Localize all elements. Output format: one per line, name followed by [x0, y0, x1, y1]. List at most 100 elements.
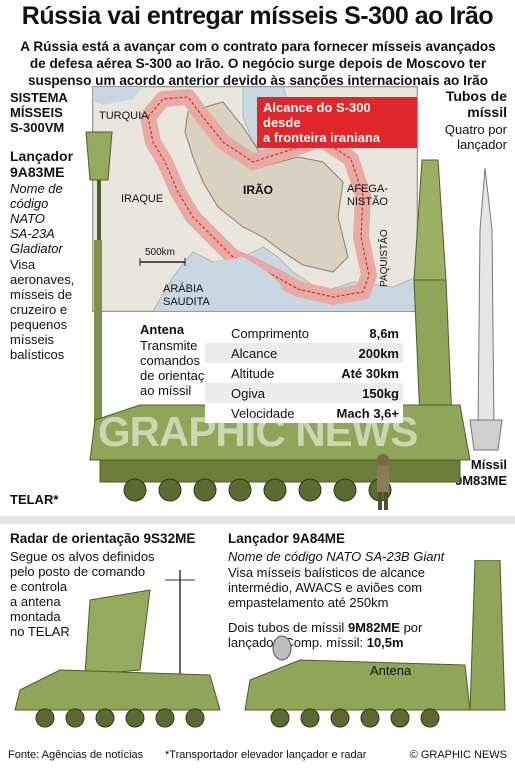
- desc-line: de orientação: [140, 368, 219, 383]
- tubes-title: Tubos de míssil: [446, 88, 507, 120]
- spec-label: Alcance: [231, 346, 278, 361]
- spec-value: Mach 3,6+: [336, 406, 399, 421]
- tubes-title-line: míssil: [467, 104, 507, 120]
- tubes-line: lançador. Comp. míssil: 10,5m: [228, 635, 422, 650]
- desc-line: pelo posto de comando: [10, 564, 146, 579]
- map-label-line: AFEGA-: [347, 183, 388, 195]
- spec-row: Velocidade Mach 3,6+: [205, 403, 403, 423]
- system-label-line: S-300VM: [10, 120, 65, 135]
- callout-line: a fronteira iraniana: [263, 130, 381, 145]
- footer-source: Fonte: Agências de notícias: [8, 749, 144, 761]
- map-scale-label: 500km: [145, 247, 176, 258]
- desc-line: Visa mísseis balísticos de alcance: [228, 565, 426, 580]
- tubes-desc-line: lançador: [457, 137, 507, 152]
- desc-line: e controla: [10, 579, 68, 594]
- desc-line: pequenos: [10, 317, 68, 332]
- spec-value: 8,6m: [369, 326, 399, 341]
- bottom-vehicles: [14, 560, 506, 728]
- spec-label: Altitude: [231, 366, 275, 381]
- tubes-text: por: [399, 620, 423, 635]
- desc-line: Visa: [10, 257, 36, 272]
- antenna-b-label: Antena: [370, 663, 412, 678]
- spec-row: Comprimento 8,6m: [205, 323, 403, 343]
- tubes-text: Dois tubos de míssil: [228, 620, 348, 635]
- spec-row: Ogiva 150kg: [205, 383, 403, 403]
- desc-line: ao míssil: [140, 383, 192, 398]
- desc-line: Transmite: [140, 338, 198, 353]
- desc-line: aeronaves,: [10, 272, 75, 287]
- intro-line: A Rússia está a avançar com o contrato p…: [20, 39, 496, 54]
- tubes-text: lançador. Comp. míssil:: [228, 635, 367, 650]
- nato-line: NATO: [10, 211, 45, 226]
- callout-line: Alcance do S-300 desde: [263, 100, 371, 130]
- spec-value: 200km: [358, 346, 399, 361]
- section-divider: [0, 516, 515, 524]
- telar-label: TELAR*: [10, 492, 59, 507]
- tubes-model: 9M82ME: [347, 620, 400, 635]
- telar-illustration: [85, 131, 503, 510]
- map-label-saudi: ARÁBIA SAUDITA: [163, 283, 210, 309]
- desc-line: cruzeiro e: [10, 302, 68, 317]
- system-label-line: SISTEMA: [10, 90, 68, 105]
- range-map: TURQUIA IRAQUE IRÃO AFEGA- NISTÃO PAQUIS…: [92, 86, 418, 312]
- missile-label-line: Míssil: [470, 457, 507, 472]
- intro-line: de defesa aérea S-300 ao Irão. O negócio…: [29, 56, 487, 71]
- tubes-line: Dois tubos de míssil 9M82ME por: [228, 620, 422, 635]
- map-label-turkey: TURQUIA: [99, 110, 149, 122]
- spec-value: Até 30km: [341, 366, 399, 381]
- desc-line: no TELAR: [10, 624, 70, 639]
- launcher-a-title: Lançador 9A83ME: [10, 148, 73, 180]
- desc-line: mísseis: [10, 332, 55, 347]
- desc-line: empastelamento até 250km: [228, 595, 389, 610]
- spec-value: 150kg: [362, 386, 399, 401]
- launcher-a-title-line: 9A83ME: [10, 164, 65, 180]
- nato-line: Nome de: [10, 181, 63, 196]
- footer-credit: © GRAPHIC NEWS: [409, 749, 507, 761]
- map-label-line: ARÁBIA: [163, 283, 204, 295]
- missile-label-line: 9M83ME: [454, 473, 507, 488]
- watermark: GRAPHIC NEWS: [98, 408, 418, 455]
- desc-line: montada: [10, 609, 61, 624]
- launcher-a-nato: Nome de código NATO SA-23A Gladiator: [10, 181, 63, 256]
- nato-line: SA-23A: [10, 226, 55, 241]
- launcher-b-nato: Nome de código NATO SA-23B Giant: [228, 549, 445, 564]
- launcher-b-desc: Visa mísseis balísticos de alcance inter…: [228, 565, 425, 610]
- map-label-afghanistan: AFEGA- NISTÃO: [347, 183, 388, 209]
- desc-line: comandos: [140, 353, 200, 368]
- spec-row: Alcance 200km: [205, 343, 403, 363]
- antenna-desc: Transmite comandos de orientação ao míss…: [140, 338, 219, 398]
- spec-label: Comprimento: [231, 326, 310, 341]
- radar-desc: Segue os alvos definidos pelo posto de c…: [10, 549, 155, 639]
- spec-label: Velocidade: [231, 406, 295, 421]
- missile-label: Míssil 9M83ME: [455, 457, 507, 489]
- desc-line: Segue os alvos definidos: [10, 549, 155, 564]
- radar-title: Radar de orientação 9S32ME: [10, 531, 196, 546]
- desc-line: a antena: [10, 594, 61, 609]
- launcher-a-title-line: Lançador: [10, 148, 74, 164]
- intro-line: suspenso um acordo anterior devido às sa…: [27, 73, 489, 88]
- desc-line: intermédio, AWACS e aviões com: [228, 580, 423, 595]
- map-label-line: NISTÃO: [347, 196, 388, 208]
- launcher-b-title: Lançador 9A84ME: [228, 531, 346, 546]
- tubes-desc: Quatro por lançador: [445, 122, 507, 152]
- nato-line: Gladiator: [10, 241, 63, 256]
- launcher-a-desc: Visa aeronaves, mísseis de cruzeiro e pe…: [10, 257, 74, 362]
- page-title: Rússia vai entregar mísseis S-300 ao Irã…: [21, 2, 494, 30]
- missile-length: 10,5m: [366, 635, 404, 650]
- map-label-iraq: IRAQUE: [121, 193, 164, 205]
- system-label: SISTEMA MÍSSEIS S-300VM: [10, 90, 68, 135]
- spec-label: Ogiva: [231, 386, 265, 401]
- intro-text: A Rússia está a avançar com o contrato p…: [8, 38, 508, 89]
- tubes-desc-line: Quatro por: [444, 122, 507, 137]
- launcher-b-tubes: Dois tubos de míssil 9M82ME por lançador…: [228, 620, 422, 650]
- nato-line: código: [10, 196, 49, 211]
- desc-line: mísseis de: [10, 287, 73, 302]
- system-label-line: MÍSSEIS: [10, 105, 63, 120]
- desc-line: balísticos: [10, 347, 65, 362]
- range-callout: Alcance do S-300 desde a fronteira irani…: [257, 97, 417, 148]
- spec-row: Altitude Até 30km: [205, 363, 403, 383]
- footer-note: *Transportador elevador lançador e radar: [165, 749, 367, 761]
- tubes-title-line: Tubos de: [445, 88, 507, 104]
- map-label-line: SAUDITA: [163, 296, 210, 308]
